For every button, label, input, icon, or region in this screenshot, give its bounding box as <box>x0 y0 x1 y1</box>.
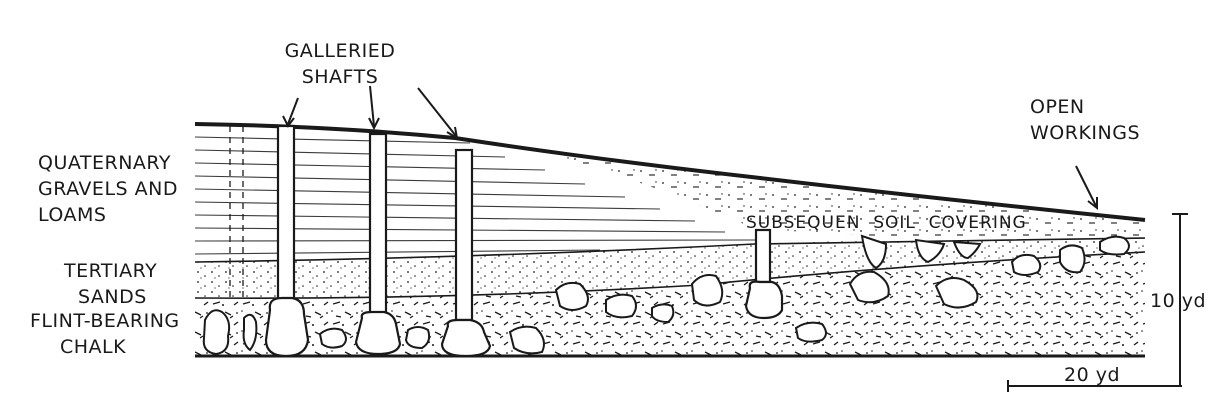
label-scale-horizontal: 20 yd <box>1064 362 1120 388</box>
arrow-icon <box>283 98 298 126</box>
arrow-icon <box>418 88 457 138</box>
arrow-icon <box>1076 166 1097 208</box>
label-chalk: FLINT-BEARING CHALK <box>30 308 180 360</box>
label-open-workings: OPEN WORKINGS <box>1030 94 1140 146</box>
label-galleried-shafts: GALLERIED SHAFTS <box>270 38 410 90</box>
label-tertiary: TERTIARY SANDS <box>64 258 157 310</box>
label-quaternary: QUATERNARY GRAVELS AND LOAMS <box>38 150 178 228</box>
arrow-icon <box>369 86 379 128</box>
label-scale-vertical: 10 yd <box>1150 288 1206 314</box>
label-soil-covering: SUBSEQUEN SOIL COVERING <box>746 210 1027 236</box>
